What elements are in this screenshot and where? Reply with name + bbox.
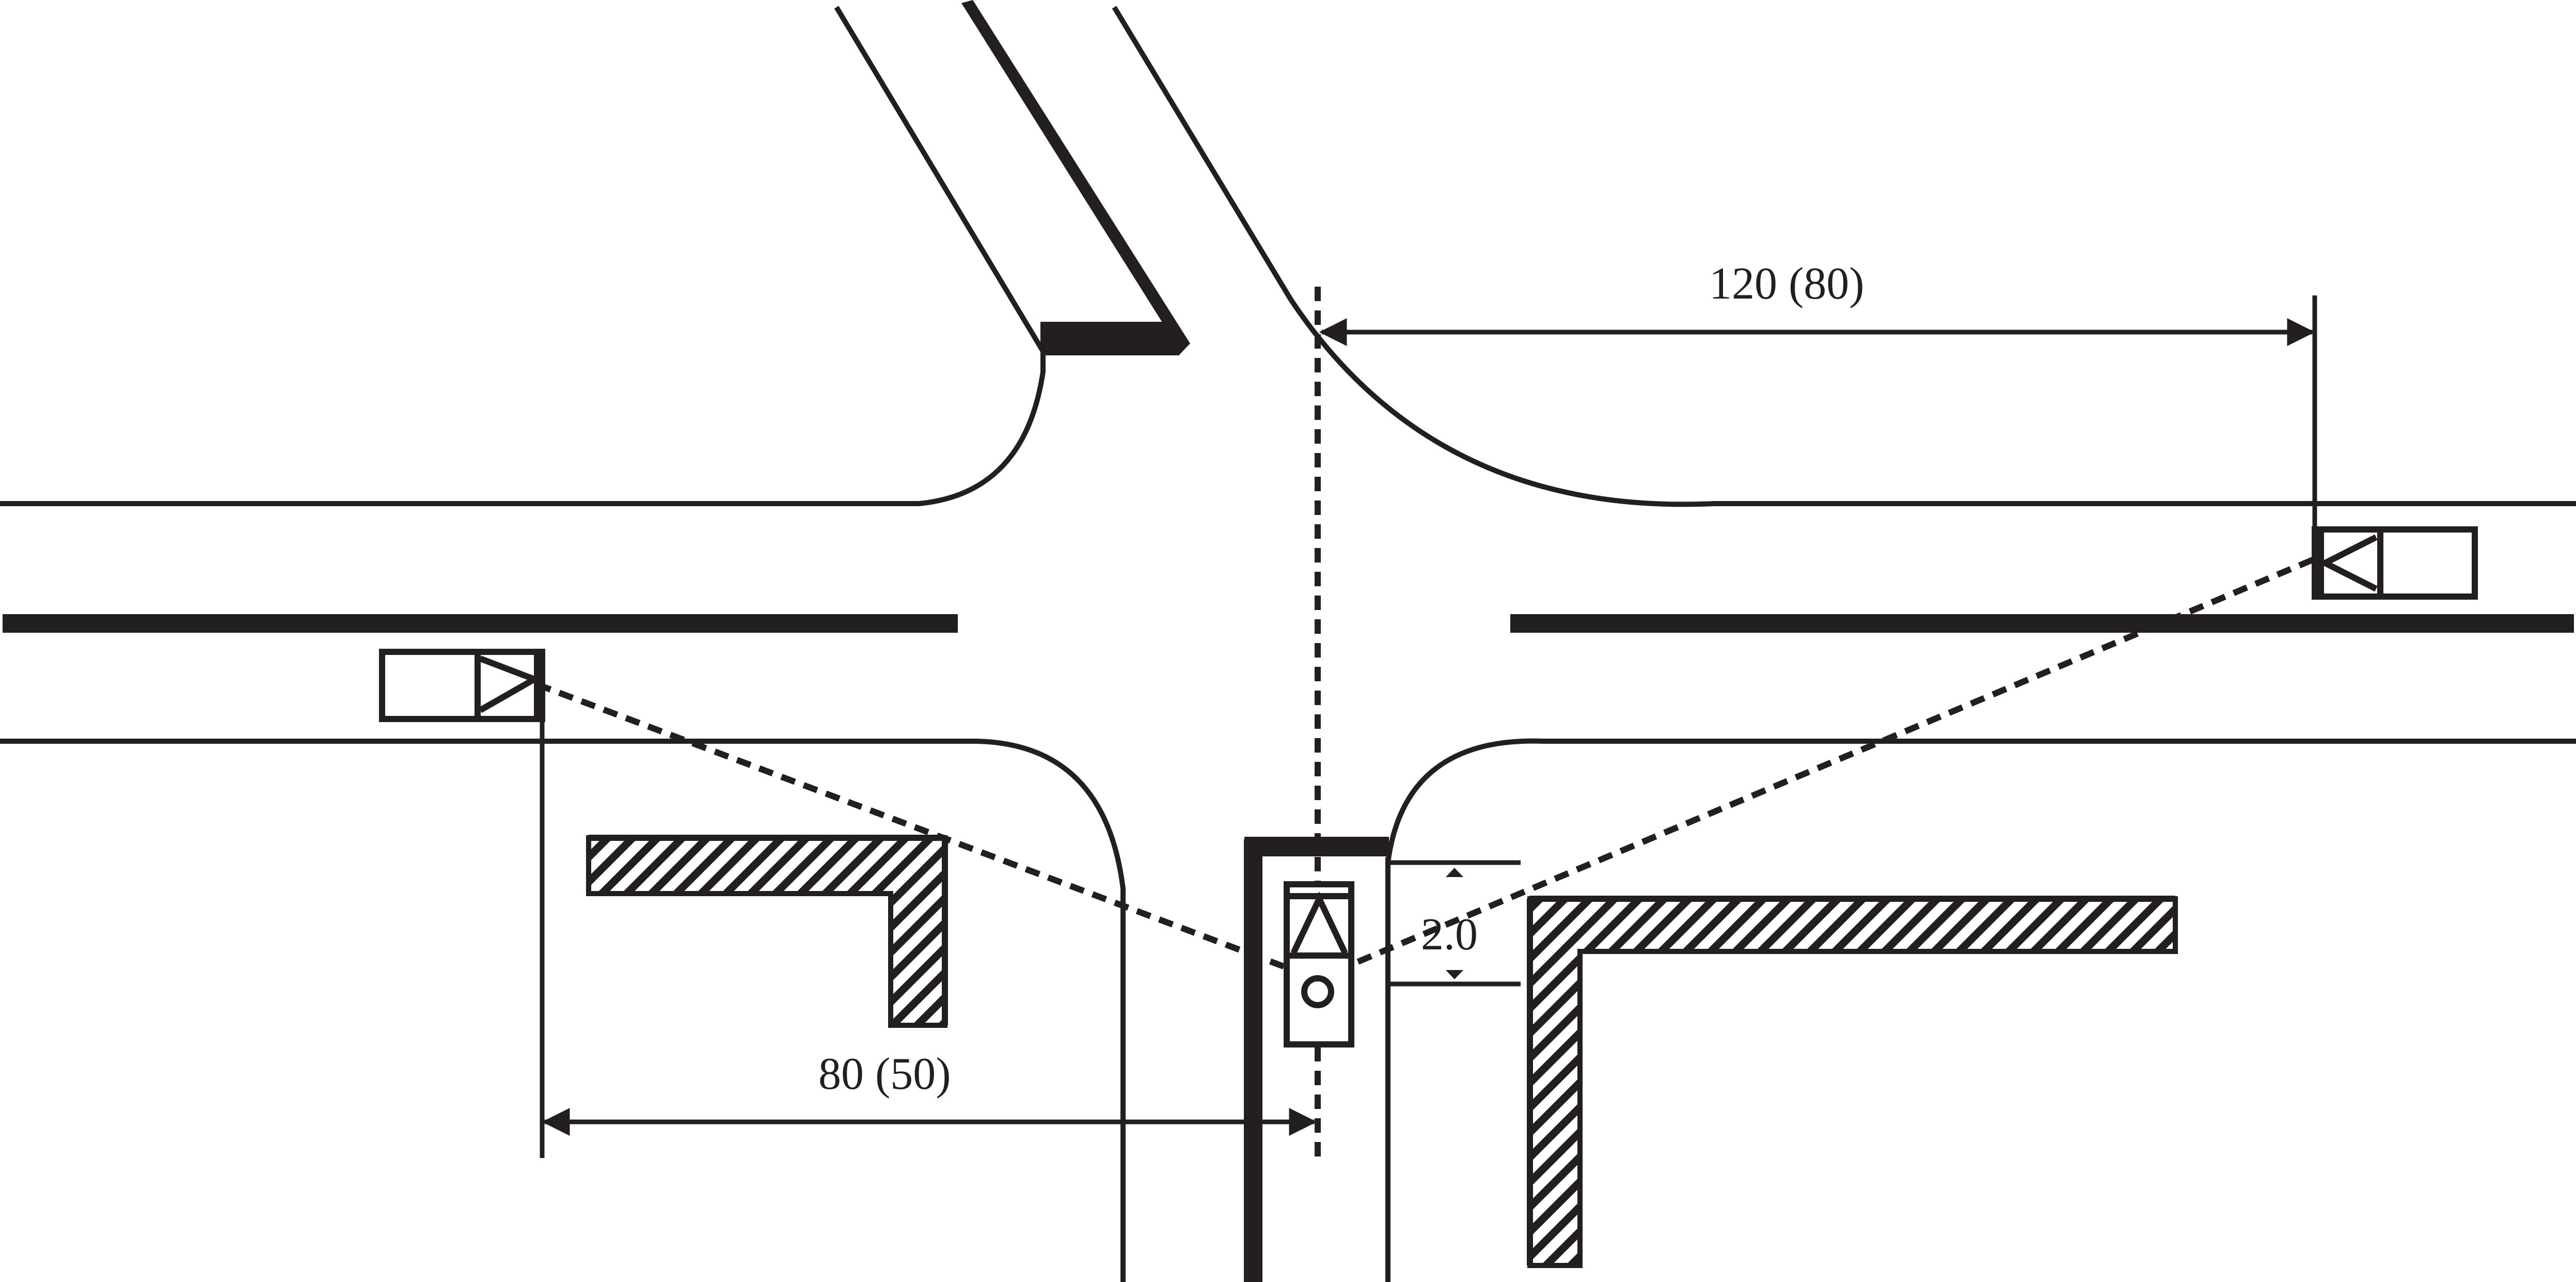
obstruction-west bbox=[586, 835, 947, 1028]
setback-tick-top bbox=[1446, 868, 1463, 877]
vehicle-stopped-body bbox=[1284, 881, 1354, 1048]
minor-approach-road bbox=[1244, 287, 1389, 1282]
main-road-south-edge-west bbox=[0, 739, 1126, 1282]
label-setback: 2.0 bbox=[1421, 910, 1478, 960]
setback-tick-bottom bbox=[1446, 970, 1463, 979]
diagonal-road-left-edge bbox=[834, 6, 1046, 353]
vehicle-east-approaching bbox=[2312, 526, 2478, 600]
driver-eye-icon bbox=[1301, 975, 1334, 1008]
main-road-south-edge-east bbox=[1385, 738, 2576, 1282]
sight-obstructions bbox=[586, 835, 2178, 1268]
obstruction-east bbox=[1527, 896, 2178, 1268]
sight-line-right bbox=[1356, 552, 2325, 965]
vehicle-west-body bbox=[379, 649, 545, 722]
diagonal-road-center-bar bbox=[961, 0, 1190, 349]
label-right-distance: 120 (80) bbox=[1709, 259, 1864, 309]
label-left-distance: 80 (50) bbox=[818, 1049, 951, 1099]
main-road bbox=[0, 298, 2576, 1282]
main-road-north-edge-east bbox=[1288, 298, 2576, 507]
diagonal-road-right-edge bbox=[1112, 6, 1293, 301]
vehicle-west-approaching bbox=[379, 649, 545, 722]
dimensions bbox=[540, 295, 2317, 1282]
sight-lines bbox=[535, 552, 2325, 975]
main-road-north-edge-west bbox=[0, 346, 1046, 506]
diagonal-side-road bbox=[834, 0, 1293, 355]
sight-line-left bbox=[535, 681, 1300, 975]
stop-bar-diagonal bbox=[1040, 322, 1190, 355]
vehicle-east-body bbox=[2312, 526, 2478, 600]
vehicle-stopped-minor-road bbox=[1284, 881, 1354, 1048]
